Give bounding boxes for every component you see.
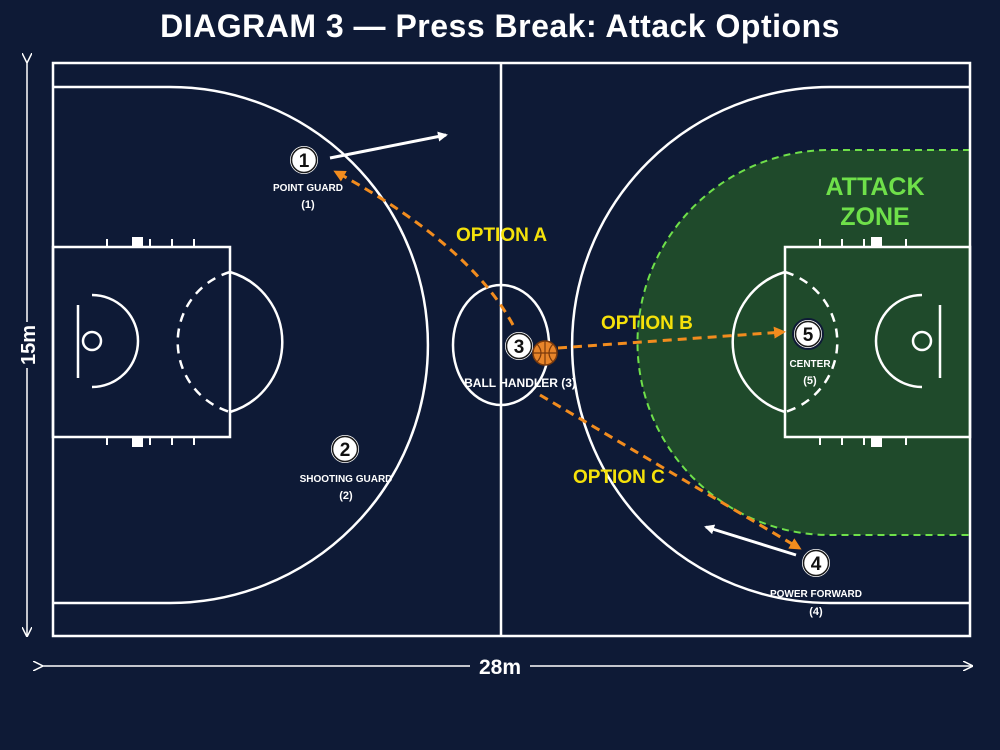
- left-restricted-arc: [91, 293, 140, 389]
- player-5: 5 CENTER (5): [789, 318, 831, 387]
- player-2-sub: (2): [339, 490, 353, 502]
- player-1-sub: (1): [301, 199, 315, 211]
- left-three-point-line: [53, 85, 430, 605]
- pass-option-a: [333, 170, 515, 326]
- player-3-label: BALL HANDLER (3): [464, 376, 576, 390]
- player-4-role: POWER FORWARD: [770, 589, 862, 600]
- left-ft-circle-dashed: [176, 270, 231, 414]
- movement-arrow-p1: [329, 131, 448, 160]
- option-c-label: OPTION C: [573, 467, 665, 488]
- height-label: 15m: [18, 325, 40, 365]
- player-2-number: 2: [340, 440, 351, 461]
- option-a-label: OPTION A: [456, 225, 547, 246]
- pass-option-b: [557, 326, 786, 350]
- lane-marks: [106, 239, 907, 445]
- right-ft-circle-dashed: [784, 270, 839, 414]
- option-b-label: OPTION B: [601, 313, 693, 334]
- lane-blocks: [132, 237, 882, 447]
- attack-zone-label-line1: ATTACK: [825, 173, 924, 201]
- left-hoop: [81, 330, 103, 352]
- width-label: 28m: [479, 656, 521, 679]
- player-2-role: SHOOTING GUARD: [300, 474, 393, 485]
- player-4-sub: (4): [809, 606, 823, 618]
- basketball-icon: [532, 340, 558, 366]
- player-3-number: 3: [514, 337, 525, 358]
- movement-arrow-p4: [704, 524, 797, 557]
- right-restricted-arc: [874, 293, 923, 389]
- player-2: 2 SHOOTING GUARD (2): [300, 433, 393, 502]
- dimension-width: 28m: [42, 654, 972, 679]
- left-ft-circle-solid: [229, 270, 284, 414]
- right-hoop: [911, 330, 933, 352]
- pass-option-c: [539, 393, 802, 550]
- player-1-number: 1: [299, 151, 310, 172]
- left-key: [51, 245, 232, 439]
- player-5-role: CENTER: [789, 359, 831, 370]
- right-ft-circle-solid: [731, 270, 786, 414]
- player-1-role: POINT GUARD: [273, 183, 343, 194]
- player-4: 4 POWER FORWARD (4): [770, 547, 862, 618]
- player-4-number: 4: [811, 554, 822, 575]
- player-1: 1 POINT GUARD (1): [273, 144, 343, 211]
- player-3: 3 BALL HANDLER (3): [464, 330, 576, 390]
- dimension-height: 15m: [16, 62, 40, 636]
- player-5-sub: (5): [803, 375, 817, 387]
- player-5-number: 5: [803, 325, 814, 346]
- right-three-point-line: [570, 85, 970, 605]
- attack-zone-label-line2: ZONE: [840, 203, 909, 231]
- diagram-title: DIAGRAM 3 — Press Break: Attack Options: [160, 8, 840, 44]
